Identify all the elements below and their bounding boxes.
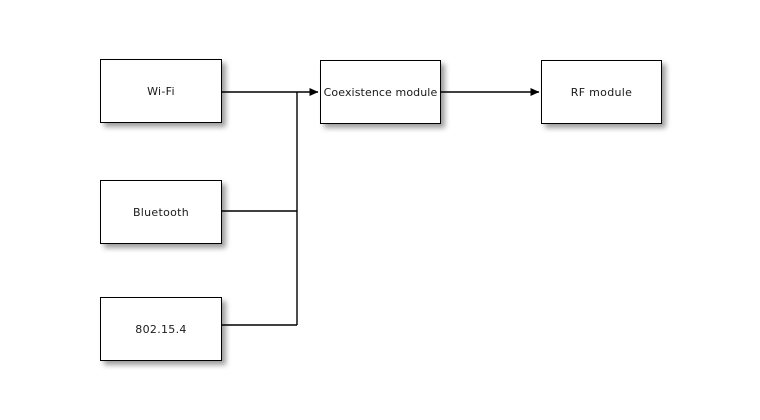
node-coexistence-module[interactable]: Coexistence module [320,60,441,124]
node-802-15-4[interactable]: 802.15.4 [100,297,222,361]
node-bluetooth-label: Bluetooth [132,205,190,219]
node-wifi[interactable]: Wi-Fi [100,59,222,123]
node-bluetooth[interactable]: Bluetooth [100,180,222,244]
node-rf-module-label: RF module [570,85,633,99]
node-wifi-label: Wi-Fi [147,84,175,98]
node-802-15-4-label: 802.15.4 [135,322,187,336]
node-coexistence-module-label: Coexistence module [323,85,438,99]
node-rf-module[interactable]: RF module [541,60,662,124]
